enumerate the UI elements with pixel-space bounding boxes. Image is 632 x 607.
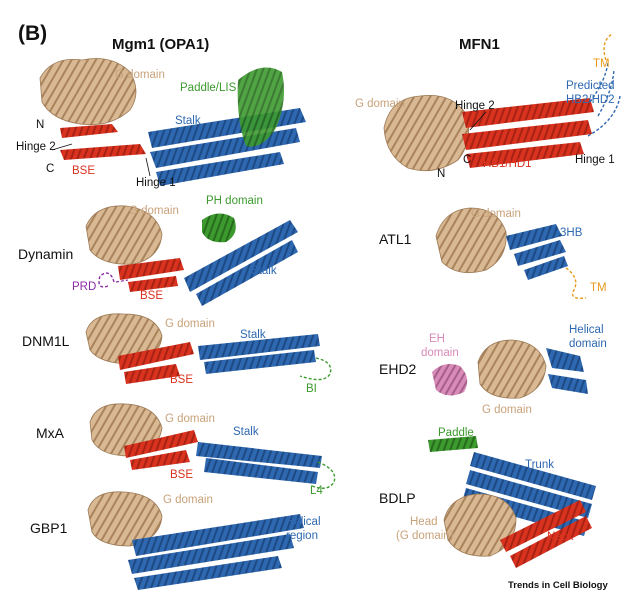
bdlp-trunk-label: Trunk	[525, 459, 554, 471]
dnm1l-bi-label: BI	[306, 383, 317, 395]
mfn1-g-domain-label: G domain	[355, 98, 405, 110]
dynamin-stalk-helix	[184, 220, 298, 306]
mxa-l4-label: L4	[310, 485, 323, 497]
dnm1l-structure	[85, 313, 332, 384]
ehd2-helical-domain	[546, 348, 588, 394]
dynamin-prd-label: PRD	[72, 281, 96, 293]
bdlp-head-label-line2: (G domain)	[396, 530, 454, 542]
mfn1-hb2-dashed	[587, 61, 621, 137]
gbp1-g-domain-label: G domain	[163, 494, 213, 506]
mfn1-n-terminus-label: N	[437, 168, 445, 180]
gbp1-helical-label-line2: region	[286, 530, 318, 542]
mfn1-hb1-helix	[462, 98, 594, 168]
mgm1-bse-label: BSE	[72, 165, 95, 177]
dynamin-name: Dynamin	[18, 246, 73, 262]
atl1-tm-dashed	[565, 267, 587, 300]
mfn1-predicted-label-line2: HB2/HD2	[566, 94, 615, 106]
ehd2-g-domain-shape	[477, 339, 547, 399]
ehd2-eh-label-line2: domain	[421, 347, 459, 359]
atl1-structure	[435, 207, 587, 300]
dnm1l-bse-helix	[118, 342, 194, 384]
dynamin-g-domain-shape	[85, 205, 163, 265]
atl1-3hb-helix	[506, 224, 568, 280]
mgm1-paddle-label: Paddle/LIS	[180, 82, 237, 94]
mgm1-g-domain-shape	[39, 58, 137, 126]
dnm1l-g-domain-label: G domain	[165, 318, 215, 330]
mgm1-structure	[39, 58, 306, 186]
mgm1-hinge1-label: Hinge 1	[136, 177, 176, 189]
mxa-stalk-helix	[196, 442, 322, 484]
mxa-name: MxA	[36, 425, 65, 441]
gbp1-helical-label-line1: Helical	[286, 516, 321, 528]
bdlp-neck-label: Neck	[547, 531, 573, 543]
column-title-mfn1: MFN1	[459, 36, 500, 53]
mfn1-hinge2-label: Hinge 2	[455, 100, 495, 112]
mxa-structure	[89, 403, 336, 489]
gbp1-helical-region	[128, 514, 304, 590]
mxa-g-domain-label: G domain	[165, 413, 215, 425]
column-title-mgm1: Mgm1 (OPA1)	[112, 36, 209, 53]
mxa-l4-dashed	[311, 461, 336, 489]
bdlp-neck-helix	[500, 500, 592, 568]
bdlp-paddle-label: Paddle	[438, 427, 474, 439]
dynamin-g-domain-label: G domain	[129, 205, 179, 217]
mgm1-stalk-helix	[148, 108, 306, 186]
mgm1-hinge2-label: Hinge 2	[16, 141, 56, 153]
mfn1-hb1-label: HB1/HD1	[483, 158, 532, 170]
dnm1l-stalk-label: Stalk	[240, 329, 266, 341]
mxa-stalk-label: Stalk	[233, 426, 259, 438]
mgm1-g-domain-label: G domain	[115, 69, 165, 81]
dnm1l-bse-label: BSE	[170, 374, 193, 386]
journal-credit: Trends in Cell Biology	[508, 580, 608, 591]
ehd2-helical-label-line1: Helical	[569, 324, 604, 336]
mgm1-n-terminus-label: N	[36, 119, 44, 131]
dnm1l-name: DNM1L	[22, 333, 70, 349]
mfn1-hinge1-label: Hinge 1	[575, 154, 615, 166]
bdlp-name: BDLP	[379, 490, 416, 506]
mfn1-tm-dashed	[603, 33, 613, 61]
mxa-bse-label: BSE	[170, 469, 193, 481]
dynamin-bse-label: BSE	[140, 290, 163, 302]
mgm1-bse-helix	[60, 124, 146, 160]
gbp1-g-domain-shape	[87, 491, 163, 547]
ehd2-helical-label-line2: domain	[569, 338, 607, 350]
dynamin-stalk-label: Stalk	[251, 265, 277, 277]
gbp1-name: GBP1	[30, 520, 68, 536]
gbp1-structure	[87, 491, 304, 590]
bdlp-head-label-line1: Head	[410, 516, 438, 528]
bdlp-structure	[428, 436, 596, 568]
dynamin-ph-label: PH domain	[206, 195, 263, 207]
dnm1l-stalk-helix	[198, 334, 320, 374]
mfn1-tm-label: TM	[593, 58, 610, 70]
mgm1-paddle-helix	[237, 67, 284, 147]
atl1-g-domain-label: G domain	[471, 208, 521, 220]
ehd2-eh-domain-shape	[432, 364, 468, 396]
mxa-bse-helix	[124, 430, 198, 470]
atl1-g-domain-shape	[435, 207, 507, 274]
bdlp-paddle-helix	[428, 436, 478, 452]
mfn1-predicted-label-line1: Predicted	[566, 80, 615, 92]
dynamin-structure	[85, 205, 298, 306]
mgm1-stalk-label: Stalk	[175, 115, 201, 127]
ehd2-structure	[432, 339, 588, 399]
dynamin-prd-dashed	[98, 272, 115, 288]
mgm1-c-terminus-label: C	[46, 163, 54, 175]
ehd2-eh-label-line1: EH	[429, 333, 445, 345]
atl1-tm-label: TM	[590, 282, 607, 294]
panel-label: (B)	[18, 22, 47, 45]
mfn1-c-terminus-label: C	[463, 154, 471, 166]
dynamin-bse-helix	[118, 258, 184, 292]
atl1-name: ATL1	[379, 231, 412, 247]
mfn1-structure	[383, 33, 621, 172]
bdlp-head-shape	[443, 493, 517, 557]
atl1-3hb-label: 3HB	[560, 227, 583, 239]
ehd2-g-domain-label: G domain	[482, 404, 532, 416]
dynamin-ph-domain	[202, 213, 236, 243]
ehd2-name: EHD2	[379, 361, 417, 377]
